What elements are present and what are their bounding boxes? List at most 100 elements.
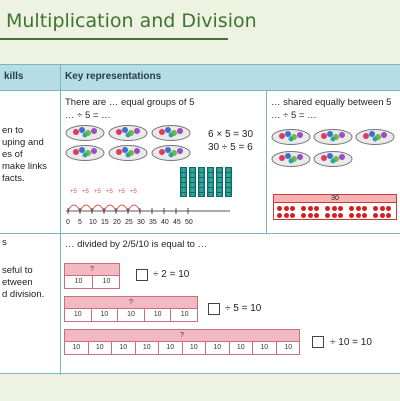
counter-dot xyxy=(277,212,282,218)
answer-box[interactable] xyxy=(136,269,148,281)
jump-label: +5 xyxy=(94,189,101,195)
title-underline xyxy=(0,38,228,40)
bar-cell: 10 xyxy=(284,344,293,351)
counter-dot xyxy=(314,206,319,211)
jump-label: +5 xyxy=(118,189,125,195)
cube-tower xyxy=(189,167,196,197)
tick-label: 10 xyxy=(89,219,97,226)
column-divider-inner xyxy=(266,91,267,233)
cube-tower xyxy=(225,167,232,197)
jump-label: +5 xyxy=(82,189,89,195)
jump-label: +5 xyxy=(70,189,77,195)
counter-dot xyxy=(331,212,337,218)
content-table: kills Key representations en to uping an… xyxy=(0,64,400,375)
page-title: Multiplication and Division xyxy=(6,10,257,32)
number-line xyxy=(66,204,230,214)
tick-label: 0 xyxy=(66,219,70,226)
counter-dot xyxy=(362,206,367,211)
equation-bar2: ÷ 5 = 10 xyxy=(225,303,262,314)
equation-bar3: ÷ 10 = 10 xyxy=(330,337,372,348)
tick-label: 50 xyxy=(185,219,193,226)
prompt-divide-right: … ÷ 5 = … xyxy=(271,110,317,121)
plate-icon xyxy=(65,145,105,161)
row2-left-line: d division. xyxy=(2,289,45,300)
row1-left-line: es of xyxy=(2,149,23,160)
prompt-shared-equally: … shared equally between 5 xyxy=(271,97,392,108)
row2-left-line: seful to xyxy=(2,265,33,276)
column-divider xyxy=(60,65,61,375)
bar-cell: 10 xyxy=(206,342,230,355)
counter-dot xyxy=(338,206,343,211)
plate-icon xyxy=(313,129,353,145)
tick-label: 30 xyxy=(137,219,145,226)
equation-bar1: ÷ 2 = 10 xyxy=(153,269,190,280)
plate-icon xyxy=(355,129,395,145)
counter-dot xyxy=(373,206,378,211)
counter-dot xyxy=(283,206,289,211)
plate-icon xyxy=(151,145,191,161)
counter-dot xyxy=(325,212,330,218)
bar-cell: 10 xyxy=(230,342,253,355)
prompt-divide: … ÷ 5 = … xyxy=(65,110,111,121)
counter-dot xyxy=(386,206,391,211)
answer-box[interactable] xyxy=(208,303,220,315)
bar-cell: 10 xyxy=(65,309,92,322)
equation-multiply: 6 × 5 = 30 xyxy=(208,129,254,140)
counter-dot xyxy=(355,206,361,211)
tick-label: 20 xyxy=(113,219,121,226)
counter-dot xyxy=(301,206,306,211)
counter-dot xyxy=(307,206,313,211)
cube-tower xyxy=(216,167,223,197)
plate-icon xyxy=(313,151,353,167)
row1-left-line: facts. xyxy=(2,173,25,184)
cube-tower xyxy=(207,167,214,197)
counter-dot xyxy=(379,206,385,211)
bar-cell: 10 xyxy=(180,311,189,318)
tick-label: 25 xyxy=(125,219,133,226)
prompt-equal-groups: There are … equal groups of 5 xyxy=(65,97,195,108)
plate-icon xyxy=(151,125,191,141)
row1-left-line: make links xyxy=(2,161,47,172)
row2-left-heading: s xyxy=(2,237,7,248)
answer-box[interactable] xyxy=(312,336,324,348)
bar-cell: 10 xyxy=(145,309,172,322)
header-skills: kills xyxy=(0,65,60,91)
prompt-divided-by: … divided by 2/5/10 is equal to … xyxy=(65,239,208,250)
plate-icon xyxy=(108,125,148,141)
counter-dot xyxy=(283,212,289,218)
counter-dot xyxy=(386,212,391,218)
tick-label: 15 xyxy=(101,219,109,226)
counter-dot xyxy=(290,212,295,218)
bar-model-whole: ? xyxy=(64,329,300,342)
bar-cell: 10 xyxy=(112,342,136,355)
plate-icon xyxy=(271,129,311,145)
counter-dot xyxy=(301,212,306,218)
tick-label: 40 xyxy=(161,219,169,226)
bar-cell: 10 xyxy=(65,276,93,289)
bar-cell: 10 xyxy=(118,309,145,322)
counter-dot xyxy=(349,212,354,218)
bar-cell: 10 xyxy=(102,278,111,285)
counter-dot xyxy=(349,206,354,211)
bar-model-parts: 10 10 xyxy=(64,276,120,289)
equation-divide: 30 ÷ 5 = 6 xyxy=(208,142,253,153)
row1-left-line: uping and xyxy=(2,137,44,148)
bar-cell: 10 xyxy=(89,342,112,355)
counter-dot xyxy=(379,212,385,218)
tick-label: 45 xyxy=(173,219,181,226)
counter-dot xyxy=(277,206,282,211)
bar-cell: 10 xyxy=(136,342,159,355)
cube-tower xyxy=(198,167,205,197)
tick-label: 5 xyxy=(78,219,82,226)
counter-dot xyxy=(325,206,330,211)
plate-icon xyxy=(271,151,311,167)
counter-dot xyxy=(373,212,378,218)
row2-left-line: etween xyxy=(2,277,33,288)
counter-dot xyxy=(331,206,337,211)
plate-icon xyxy=(65,125,105,141)
counter-dot xyxy=(314,212,319,218)
counter-dot xyxy=(307,212,313,218)
row-divider xyxy=(0,233,400,234)
